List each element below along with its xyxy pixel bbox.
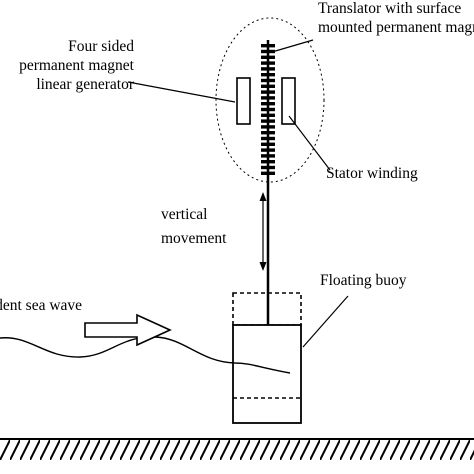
label-stator-winding: Stator winding [326, 165, 418, 182]
magnet-segment [261, 49, 275, 54]
magnet-segment [261, 113, 275, 117]
magnet-segment [261, 102, 275, 106]
vertical-movement-arrow [259, 192, 267, 271]
floating-buoy [232, 292, 302, 424]
movement-arrow-up [259, 192, 267, 201]
translator [261, 40, 275, 325]
generator-enclosure [215, 17, 325, 183]
label-floating-buoy: Floating buoy [320, 272, 407, 289]
stator-winding-left [236, 77, 251, 125]
magnet-segment [261, 90, 275, 94]
magnet-segment [261, 61, 275, 65]
magnet-segment [261, 55, 275, 59]
label-generator-line-2: permanent magnet [19, 57, 135, 74]
magnet-segment [261, 119, 275, 123]
magnet-segment [261, 165, 275, 170]
magnet-segment [261, 73, 275, 77]
magnet-segment [261, 154, 275, 158]
label-movement-line-1: vertical [161, 206, 207, 223]
label-generator-line-3: linear generator [36, 76, 135, 93]
label-generator-line-1: Four sided [68, 38, 134, 55]
magnet-segment [261, 136, 275, 141]
magnet-segment [261, 78, 275, 83]
label-incident-sea-wave: Incident sea wave [0, 297, 82, 314]
generator-leader-line [127, 81, 236, 103]
stator-winding-right [281, 77, 296, 125]
sea-floor-hatching [0, 440, 474, 460]
magnet-segment [261, 142, 275, 146]
magnet-segment [261, 67, 275, 71]
buoy-body [232, 324, 302, 424]
label-movement-line-2: movement [161, 230, 227, 247]
magnet-segment [261, 148, 275, 152]
magnet-segment [261, 84, 275, 88]
movement-arrow-down [259, 262, 267, 271]
magnet-segment [261, 44, 275, 48]
translator-leader-line [271, 39, 314, 53]
incident-wave-arrow [84, 313, 172, 347]
magnet-segment [261, 96, 275, 100]
stator-leader-line [288, 115, 331, 171]
buoy-leader-line [302, 295, 349, 348]
magnet-segment [261, 160, 275, 164]
translator-magnets [261, 44, 275, 175]
magnet-segment [261, 125, 275, 129]
magnet-segment [261, 107, 275, 112]
magnet-segment [261, 131, 275, 135]
label-translator-line-1: Translator with surface [318, 0, 461, 17]
sea-floor [0, 438, 474, 460]
magnet-segment [261, 171, 275, 175]
label-translator-line-2: mounted permanent magnets [318, 19, 474, 36]
